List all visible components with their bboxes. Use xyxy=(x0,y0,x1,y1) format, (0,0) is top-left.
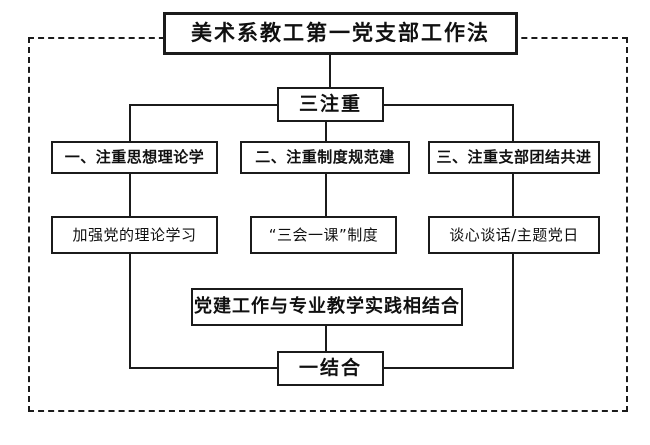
connector-action1-down xyxy=(129,253,131,369)
connector-hub-top-left-arm xyxy=(129,104,278,106)
hub-bottom-box: 一结合 xyxy=(277,351,384,386)
connector-hub-top-right-arm xyxy=(383,104,514,106)
connector-title-to-hub-top xyxy=(329,55,331,88)
connector-left-path-to-hub-bottom xyxy=(129,367,279,369)
action-box-3: 谈心谈话/主题党日 xyxy=(428,216,600,254)
diagram-title-box: 美术系教工第一党支部工作法 xyxy=(163,12,518,55)
combine-box: 党建工作与专业教学实践相结合 xyxy=(191,288,463,326)
connector-pillar3-to-action3 xyxy=(512,173,514,217)
pillar-box-3: 三、注重支部团结共进 xyxy=(428,141,600,174)
pillar-box-1: 一、注重思想理论学 xyxy=(51,141,218,174)
hub-top-box: 三注重 xyxy=(277,87,384,122)
connector-pillar2-to-action2 xyxy=(325,173,327,217)
connector-combine-to-hub-bottom xyxy=(325,325,327,352)
connector-hub-top-center-drop xyxy=(325,121,327,142)
connector-hub-top-left-drop xyxy=(129,104,131,142)
connector-hub-top-right-drop xyxy=(512,104,514,142)
action-box-1: 加强党的理论学习 xyxy=(51,216,218,254)
action-box-2: “三会一课”制度 xyxy=(250,216,397,254)
connector-pillar1-to-action1 xyxy=(129,173,131,217)
connector-right-path-to-hub-bottom xyxy=(382,367,514,369)
connector-action3-down xyxy=(512,253,514,369)
pillar-box-2: 二、注重制度规范建 xyxy=(240,141,410,174)
